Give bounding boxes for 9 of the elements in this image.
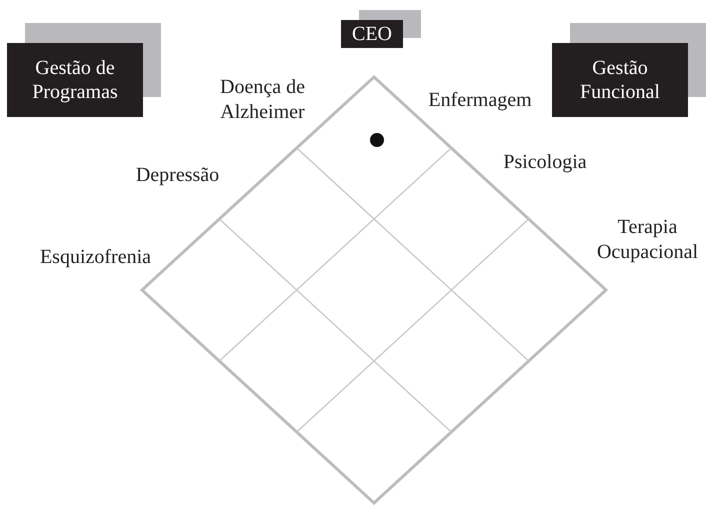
title-box: CEO [341,20,403,48]
axis-label: Terapia Ocupacional [596,215,700,265]
title-box: Gestão de Programas [7,43,143,117]
axis-label: Esquizofrenia [38,245,152,270]
title-box: Gestão Funcional [552,43,688,117]
axis-label: Doença de Alzheimer [219,75,306,125]
axis-label: Enfermagem [427,88,533,113]
axis-label: Psicologia [502,150,588,175]
axis-label: Depressão [134,163,220,188]
